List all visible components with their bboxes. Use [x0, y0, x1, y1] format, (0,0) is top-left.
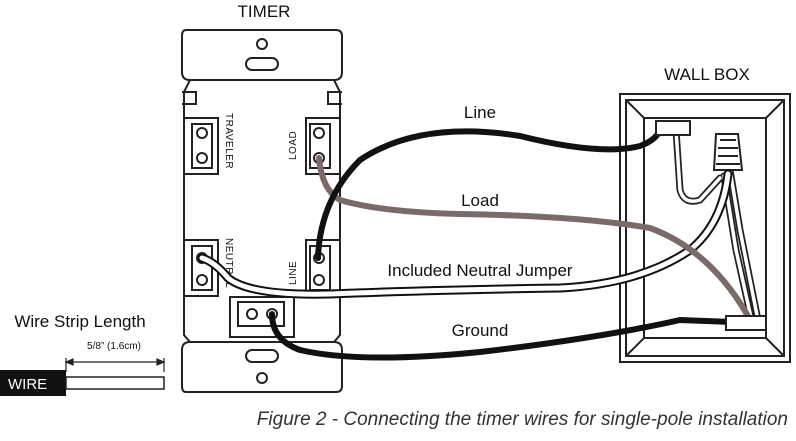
neutral-label: NEUTRAL [223, 238, 234, 288]
line-label: LINE [288, 261, 299, 285]
box-ground-terminal [725, 315, 767, 331]
ground-terminal [229, 296, 295, 338]
neutral-jumper-label: Included Neutral Jumper [387, 261, 573, 280]
load-label: LOAD [288, 131, 299, 160]
timer-title: TIMER [238, 2, 291, 21]
line-wire [315, 127, 663, 261]
wall-box-title: WALL BOX [664, 65, 750, 84]
strip-dimension-line [64, 358, 166, 372]
ground-wire-label: Ground [452, 321, 509, 340]
load-wire-label: Load [461, 191, 499, 210]
wire-tag: WIRE [8, 376, 47, 393]
line-terminal [305, 239, 341, 297]
strip-length-title: Wire Strip Length [14, 312, 145, 331]
strip-measure: 5/8” (1.6cm) [87, 341, 141, 352]
load-wire [316, 155, 751, 319]
traveler-label: TRAVELER [223, 113, 234, 169]
box-line-terminal [655, 120, 691, 136]
figure-caption: Figure 2 - Connecting the timer wires fo… [257, 409, 788, 430]
ground-wire [269, 311, 735, 361]
wire-stripped-end [65, 376, 165, 390]
wire-insulation [0, 370, 66, 396]
traveler-terminal [183, 117, 219, 175]
wire-nut [712, 133, 744, 171]
line-wire-label: Line [464, 103, 496, 122]
